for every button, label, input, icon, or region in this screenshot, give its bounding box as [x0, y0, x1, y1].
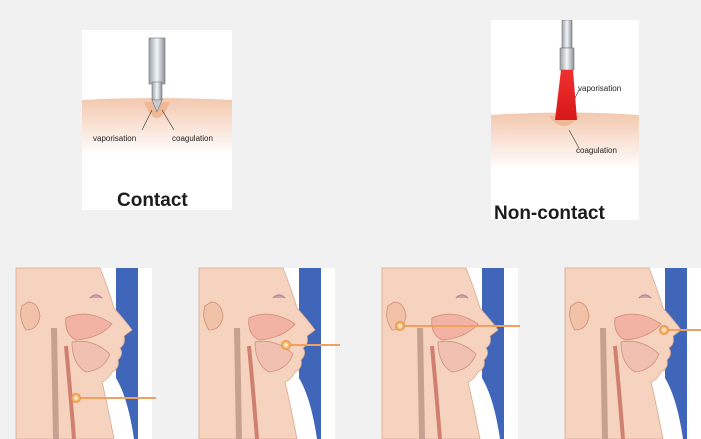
- contact-illustration-panel: [82, 30, 232, 210]
- head-cross-section: [16, 268, 152, 439]
- head-cross-section: [382, 268, 518, 439]
- contact-vaporisation-label: vaporisation: [93, 134, 136, 143]
- contact-coagulation-label: coagulation: [172, 134, 213, 143]
- head-cross-section: [565, 268, 701, 439]
- head-scene-nasal-cavity: [565, 268, 701, 439]
- non-contact-illustration-panel: [491, 20, 639, 220]
- contact-caption: Contact: [117, 190, 188, 212]
- non-contact-caption: Non-contact: [494, 203, 605, 225]
- non-contact-vaporisation-label: vaporisation: [578, 84, 621, 93]
- head-scene-larynx: [16, 268, 152, 439]
- laser-beam: [555, 70, 577, 120]
- head-cross-section: [199, 268, 335, 439]
- laser-fiber-probe: [560, 20, 574, 70]
- contact-diagram: [82, 30, 232, 210]
- head-scene-ear: [382, 268, 518, 439]
- head-scene-oral-cavity: [199, 268, 335, 439]
- non-contact-diagram: [491, 20, 639, 220]
- non-contact-coagulation-label: coagulation: [576, 146, 617, 155]
